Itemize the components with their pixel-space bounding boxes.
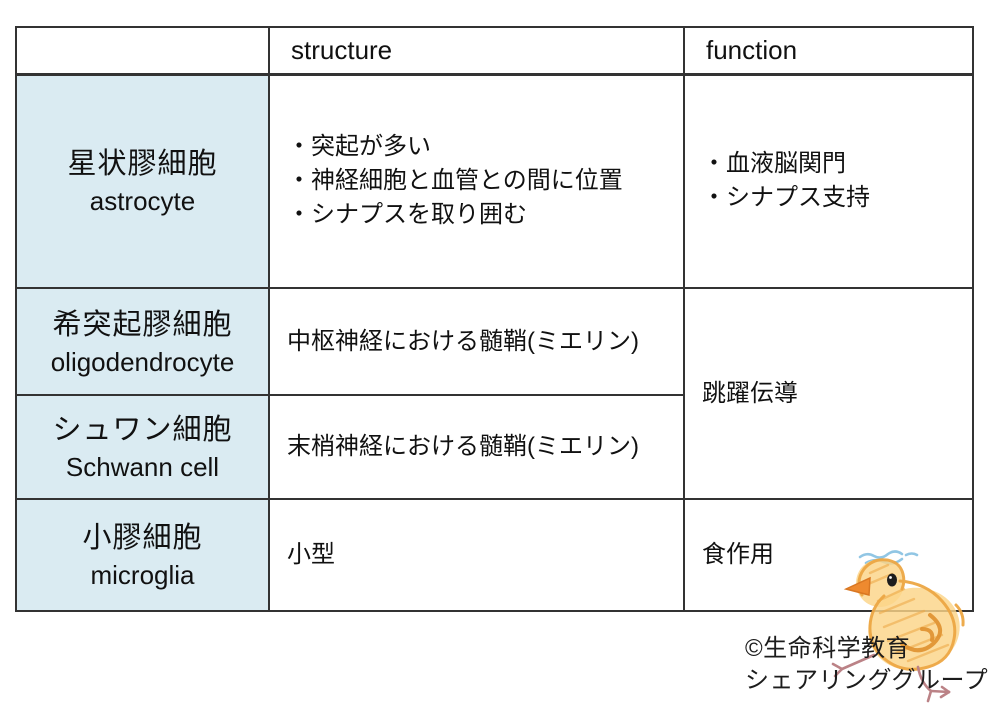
credit-line1: ©生命科学教育 — [745, 635, 911, 662]
cell-oligodendrocyte-structure: 中枢神経における髄鞘(ミエリン) — [268, 287, 685, 396]
name-ja: シュワン細胞 — [52, 414, 233, 446]
header-structure: structure — [268, 26, 685, 76]
cell-astrocyte-structure: ・突起が多い ・神経細胞と血管との間に位置 ・シナプスを取り囲む — [268, 73, 685, 289]
cell-schwann-structure: 末梢神経における髄鞘(ミエリン) — [268, 394, 685, 500]
function-line: ・シナプス支持 — [702, 184, 870, 212]
structure-text: 小型 — [287, 541, 335, 568]
table-row: 小膠細胞 microglia 小型 食作用 — [15, 498, 974, 612]
structure-text: 末梢神経における髄鞘(ミエリン) — [287, 433, 639, 460]
corner-cell — [15, 26, 270, 76]
structure-line: ・シナプスを取り囲む — [287, 201, 527, 229]
header-function: function — [683, 26, 974, 76]
name-ja: 希突起膠細胞 — [52, 308, 233, 341]
name-en: oligodendrocyte — [50, 346, 235, 377]
structure-line: ・神経細胞と血管との間に位置 — [287, 167, 623, 195]
name-ja: 星状膠細胞 — [67, 148, 218, 181]
cell-oligodendrocyte-name: 希突起膠細胞 oligodendrocyte — [15, 287, 270, 396]
table-row: シュワン細胞 Schwann cell 末梢神経における髄鞘(ミエリン) — [15, 394, 973, 500]
function-line: ・血液脳関門 — [702, 150, 846, 178]
name-en: microglia — [90, 560, 195, 590]
structure-line: ・突起が多い — [287, 133, 431, 161]
name-en: Schwann cell — [65, 452, 220, 482]
cell-microglia-function: 食作用 — [683, 498, 974, 612]
cell-astrocyte-name: 星状膠細胞 astrocyte — [15, 73, 270, 289]
cell-astrocyte-function: ・血液脳関門 ・シナプス支持 — [683, 73, 974, 289]
name-en: astrocyte — [89, 186, 196, 217]
glia-table: structure function 星状膠細胞 astrocyte ・突起が多… — [15, 26, 974, 612]
structure-text: 中枢神経における髄鞘(ミエリン) — [287, 327, 639, 355]
table-row: 希突起膠細胞 oligodendrocyte 中枢神経における髄鞘(ミエリン) … — [15, 287, 974, 500]
table-row: 星状膠細胞 astrocyte ・突起が多い ・神経細胞と血管との間に位置 ・シ… — [15, 73, 974, 289]
function-text: 食作用 — [702, 541, 774, 568]
table-header-row: structure function — [15, 26, 974, 76]
cell-merged-function: 跳躍伝導 — [683, 287, 974, 500]
cell-microglia-structure: 小型 — [268, 498, 685, 612]
cell-schwann-name: シュワン細胞 Schwann cell — [15, 394, 270, 500]
credit-line2: シェアリンググループ — [745, 667, 989, 694]
function-text: 跳躍伝導 — [702, 379, 798, 407]
copyright-credit: ©生命科学教育 シェアリンググループ — [745, 633, 988, 697]
cell-microglia-name: 小膠細胞 microglia — [15, 498, 270, 612]
name-ja: 小膠細胞 — [82, 522, 203, 554]
